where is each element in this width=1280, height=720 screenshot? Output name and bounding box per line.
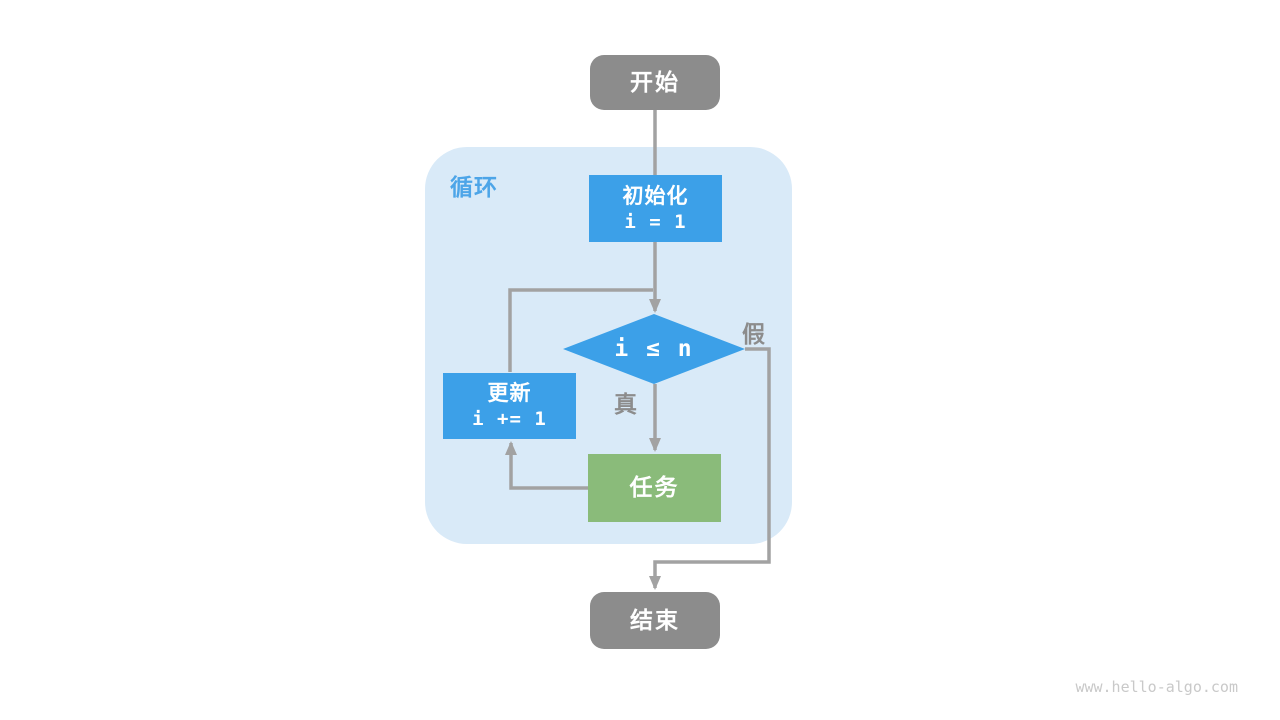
start-node-label: 开始 [630, 68, 680, 95]
init-node-code: i = 1 [624, 210, 687, 233]
loop-scope-label: 循环 [450, 174, 498, 200]
update-node-code: i += 1 [472, 408, 547, 431]
init-node: 初始化 i = 1 [589, 175, 722, 242]
task-node: 任务 [588, 454, 721, 522]
edge-label-false: 假 [742, 321, 765, 347]
end-node-label: 结束 [630, 606, 680, 633]
edge-label-true: 真 [614, 391, 637, 417]
update-node-label: 更新 [487, 382, 532, 405]
init-node-label: 初始化 [622, 184, 689, 208]
watermark-text: www.hello-algo.com [1075, 678, 1238, 696]
condition-node-label: i ≤ n [614, 336, 694, 362]
task-node-label: 任务 [629, 474, 680, 501]
start-node: 开始 [590, 55, 720, 110]
update-node: 更新 i += 1 [443, 373, 576, 439]
end-node: 结束 [590, 592, 720, 649]
